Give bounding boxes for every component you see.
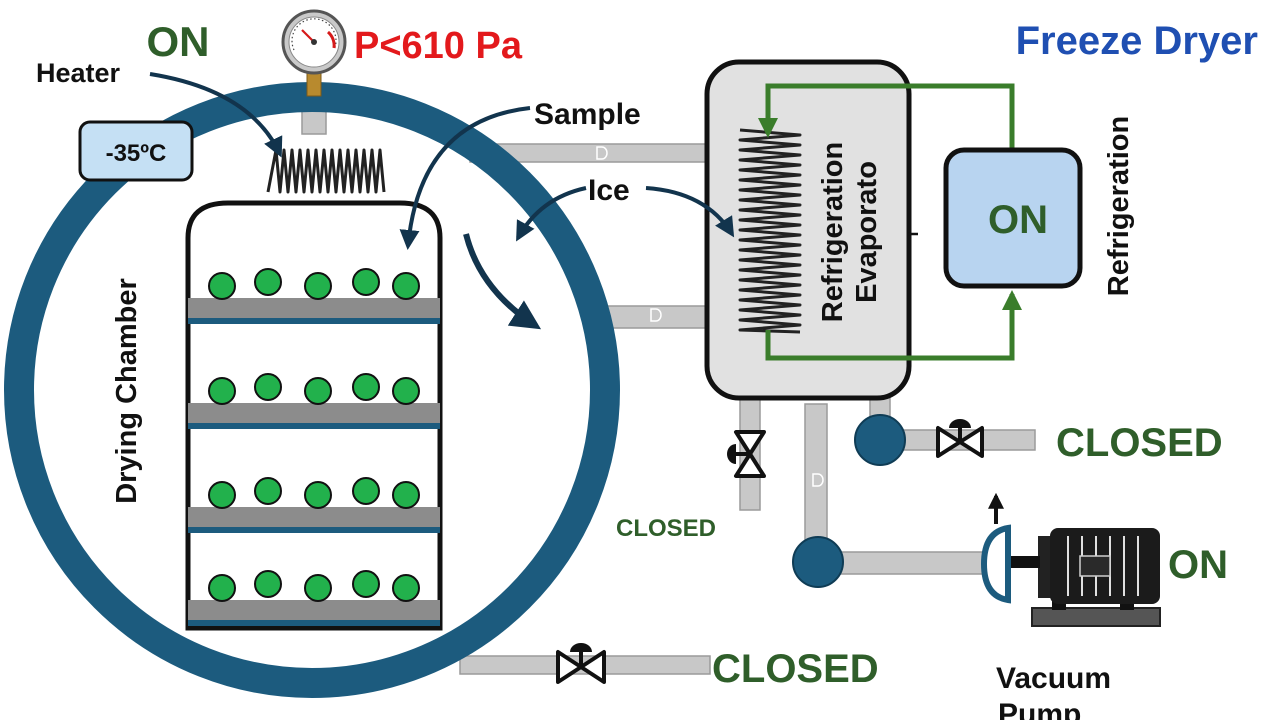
sample-dot <box>392 377 420 405</box>
sample-dot <box>352 268 380 296</box>
sample-dot <box>304 574 332 602</box>
shelf-band <box>188 423 440 429</box>
pump-status: ON <box>1168 543 1228 587</box>
pump-junction <box>792 536 844 588</box>
evaporator-label-line1: Refrigeration <box>817 142 849 322</box>
sample-dot <box>254 477 282 505</box>
refrigeration-unit <box>943 147 1083 289</box>
vent-valve[interactable] <box>936 419 984 458</box>
sample-dot <box>304 272 332 300</box>
sample-dot <box>304 481 332 509</box>
ice-arrow-evaporator <box>645 186 735 238</box>
bottom-valve[interactable] <box>556 643 606 684</box>
sample-dot <box>208 481 236 509</box>
shelf-band <box>188 527 440 533</box>
shelf-tray <box>188 600 440 620</box>
sample-label: Sample <box>534 98 641 131</box>
refrigeration-status: ON <box>988 198 1048 242</box>
sample-dot <box>254 373 282 401</box>
evaporator-label: Refrigeration Evaporato <box>817 142 883 322</box>
pump-label-line2: Pump <box>998 698 1081 720</box>
pressure-label: P<610 Pa <box>354 25 523 67</box>
heater-label: Heater <box>36 58 121 88</box>
chamber-flow-arrow <box>463 233 542 330</box>
heater-status: ON <box>147 18 210 65</box>
sample-dot <box>392 481 420 509</box>
shelf-tray <box>188 507 440 527</box>
drain-valve[interactable] <box>727 430 766 478</box>
pipe-check-marks <box>596 146 824 487</box>
sample-arrow <box>399 106 531 250</box>
vacuum-pump <box>980 492 1161 627</box>
sample-dot <box>352 373 380 401</box>
title: Freeze Dryer <box>1016 19 1258 63</box>
ice-arrow-chamber <box>516 186 587 242</box>
sample-dot <box>208 272 236 300</box>
pressure-gauge <box>281 9 347 97</box>
sample-dot <box>392 272 420 300</box>
temperature-label: -35ºC <box>106 140 167 167</box>
refrigerant-loop-bottom <box>765 290 1022 361</box>
drying-chamber-label: Drying Chamber <box>111 278 143 504</box>
temperature-box <box>78 120 194 182</box>
sample-dot <box>254 268 282 296</box>
refrigerant-loop-top <box>758 83 1015 150</box>
callout-arrows <box>149 72 735 250</box>
sample-dot <box>352 570 380 598</box>
bottom-valve-status: CLOSED <box>712 647 879 691</box>
drying-chamber-ring <box>4 82 620 698</box>
evaporator-vessel <box>704 59 912 401</box>
shelf-band <box>188 318 440 324</box>
sample-dot <box>254 570 282 598</box>
shelf-band <box>188 620 440 626</box>
heater-coil <box>266 148 386 194</box>
shelf-tray <box>188 403 440 423</box>
shelves <box>188 268 440 626</box>
sample-dot <box>352 477 380 505</box>
vent-valve-status: CLOSED <box>1056 421 1223 465</box>
evaporator-coil <box>738 128 802 334</box>
sample-dot <box>208 377 236 405</box>
sample-dot <box>208 574 236 602</box>
heater-arrow <box>149 72 283 158</box>
sample-dot <box>304 377 332 405</box>
sample-dot <box>392 574 420 602</box>
shelf-tray <box>188 298 440 318</box>
refrigeration-label: Refrigeration <box>1103 116 1135 296</box>
pump-label-line1: Vacuum <box>996 662 1111 695</box>
vent-junction <box>854 414 906 466</box>
evaporator-label-line2: Evaporato <box>851 161 883 303</box>
ice-label: Ice <box>588 174 630 207</box>
drain-valve-status: CLOSED <box>616 515 716 542</box>
